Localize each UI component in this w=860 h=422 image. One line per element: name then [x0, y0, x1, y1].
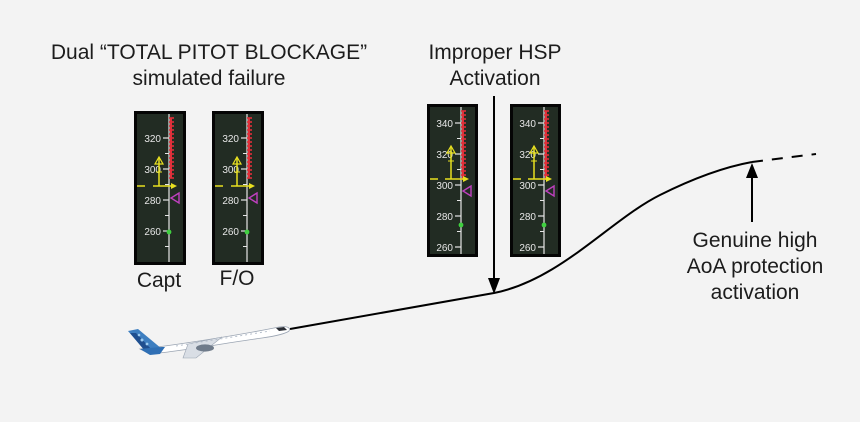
- speed-trend-arrow-head: [153, 155, 165, 165]
- aoa-label-line1: Genuine high: [692, 229, 818, 252]
- green-dot-speed: [458, 222, 464, 228]
- fo-speed-tape-failure: 320 300 280 260: [212, 111, 264, 265]
- target-speed-triangle: [544, 184, 555, 198]
- speed-reference-pointer: [249, 183, 255, 189]
- hsp-label-line2: Activation: [449, 67, 541, 90]
- speed-tape-graphics: 320 300 280 260: [215, 114, 258, 262]
- capt-speed-tape-hsp: 340 320 300 280 260: [427, 104, 478, 257]
- aoa-arrow-head: [746, 163, 758, 178]
- green-dot-speed: [244, 229, 250, 235]
- aoa-label: Genuine high AoA protection activation: [660, 228, 850, 306]
- speed-tick-label: 340: [519, 119, 536, 130]
- green-dot-speed: [166, 229, 172, 235]
- speed-tick-label: 320: [222, 134, 239, 145]
- fo-speed-tape-hsp: 340 320 300 280 260: [510, 104, 561, 257]
- fo-label: F/O: [219, 267, 255, 290]
- speed-reference-pointer: [463, 176, 469, 182]
- speed-tick-label: 300: [222, 165, 239, 176]
- speed-tape-graphics: 320 300 280 260: [137, 114, 180, 262]
- green-dot-speed: [541, 222, 547, 228]
- speed-tick-label: 260: [436, 243, 453, 254]
- failure-label: Dual “TOTAL PITOT BLOCKAGE” simulated fa…: [0, 40, 418, 92]
- capt-label: Capt: [136, 269, 182, 292]
- airbus-a321-aircraft-icon: [128, 326, 290, 359]
- speed-tape-graphics: 340 320 300 280 260: [430, 107, 472, 254]
- speed-tick-label: 280: [222, 196, 239, 207]
- speed-tick-label: 320: [144, 134, 161, 145]
- target-speed-triangle: [169, 191, 180, 205]
- aoa-label-line2: AoA protection: [686, 255, 824, 278]
- speed-tick-label: 260: [222, 227, 239, 238]
- speed-tick-label: 320: [436, 150, 453, 161]
- speed-tape-graphics: 340 320 300 280 260: [513, 107, 555, 254]
- speed-tick-label: 280: [436, 212, 453, 223]
- failure-label-line1: Dual “TOTAL PITOT BLOCKAGE”: [50, 41, 368, 64]
- speed-reference-pointer: [171, 183, 177, 189]
- speed-tick-label: 280: [144, 196, 161, 207]
- speed-reference-pointer: [546, 176, 552, 182]
- flight-path-extension-dashed: [751, 153, 817, 163]
- speed-tick-label: 320: [519, 150, 536, 161]
- failure-label-line2: simulated failure: [132, 67, 286, 90]
- speed-tick-label: 340: [436, 119, 453, 130]
- hsp-arrow-head: [488, 278, 500, 294]
- speed-tick-label: 300: [436, 181, 453, 192]
- speed-trend-arrow-head: [231, 155, 243, 165]
- speed-tick-label: 280: [519, 212, 536, 223]
- speed-tick-label: 260: [519, 243, 536, 254]
- speed-tick-label: 260: [144, 227, 161, 238]
- flight-path-line: [289, 161, 753, 330]
- speed-tick-label: 300: [144, 165, 161, 176]
- target-speed-triangle: [461, 184, 472, 198]
- capt-speed-tape-failure: 320 300 280 260: [134, 111, 186, 265]
- target-speed-triangle: [247, 191, 258, 205]
- hsp-label: Improper HSP Activation: [390, 40, 600, 92]
- speed-trend-arrow-head: [528, 144, 540, 154]
- speed-trend-arrow-head: [445, 144, 457, 154]
- speed-tick-label: 300: [519, 181, 536, 192]
- hsp-label-line1: Improper HSP: [428, 41, 562, 64]
- aoa-label-line3: activation: [710, 281, 800, 304]
